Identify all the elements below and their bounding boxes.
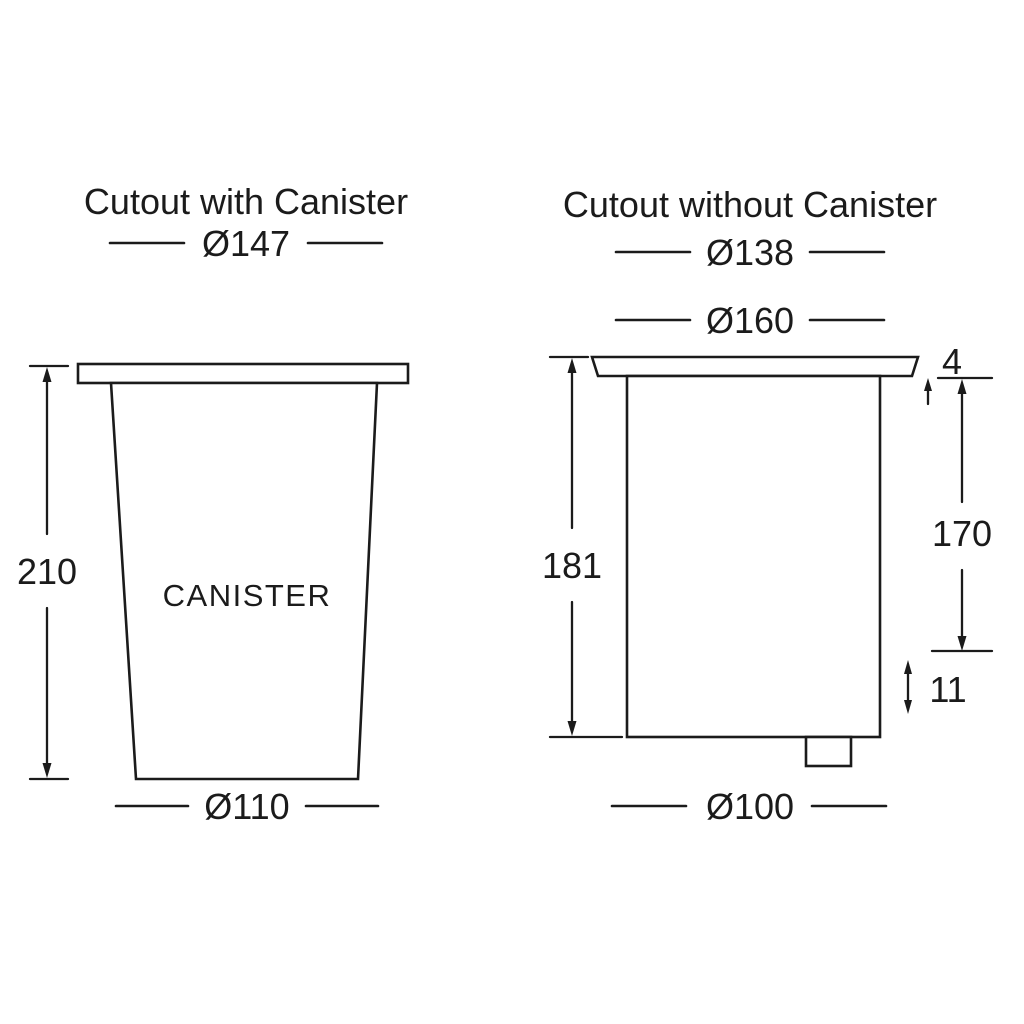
base-offset-dimension: 11 xyxy=(904,660,967,714)
flange-thickness-dimension: 4 xyxy=(924,341,962,406)
left-cutout-diameter-value: Ø147 xyxy=(202,223,290,264)
flange-thickness-value: 4 xyxy=(942,341,962,382)
arrow-up-icon xyxy=(924,378,932,391)
fixture-flange-outline xyxy=(590,355,920,378)
arrow-up-icon xyxy=(42,367,52,382)
fixture-body-outline xyxy=(625,374,882,739)
right-flange-diameter-dimension: Ø160 xyxy=(614,300,886,341)
arrow-down-icon xyxy=(904,700,912,714)
arrow-down-icon xyxy=(957,636,967,651)
arrow-down-icon xyxy=(567,721,577,736)
left-height-dimension: 210 xyxy=(17,364,77,781)
arrow-up-icon xyxy=(567,358,577,373)
right-overall-height-value: 181 xyxy=(542,545,602,586)
left-cutout-diameter-dimension: Ø147 xyxy=(108,223,384,264)
right-body-height-dimension: 170 xyxy=(930,376,994,653)
right-flange-diameter-value: Ø160 xyxy=(706,300,794,341)
left-height-value: 210 xyxy=(17,551,77,592)
right-cutout-diameter-dimension: Ø138 xyxy=(614,232,886,273)
right-bottom-diameter-value: Ø100 xyxy=(706,786,794,827)
arrow-up-icon xyxy=(957,379,967,394)
canister-flange-outline xyxy=(76,362,410,385)
arrow-down-icon xyxy=(42,763,52,778)
left-diagram: Cutout with Canister Ø147 CANISTER 210 xyxy=(17,181,410,827)
right-cutout-diameter-value: Ø138 xyxy=(706,232,794,273)
right-diagram: Cutout without Canister Ø138 Ø160 xyxy=(542,184,994,827)
canister-body-outline xyxy=(109,381,379,781)
left-bottom-diameter-value: Ø110 xyxy=(204,786,289,827)
base-offset-value: 11 xyxy=(929,669,966,710)
canister-label: CANISTER xyxy=(163,578,332,613)
left-bottom-diameter-dimension: Ø110 xyxy=(114,786,380,827)
left-title: Cutout with Canister xyxy=(84,181,408,222)
fixture-base-stub-outline xyxy=(804,735,853,768)
right-body-height-value: 170 xyxy=(932,513,992,554)
right-title: Cutout without Canister xyxy=(563,184,937,225)
right-overall-height-dimension: 181 xyxy=(542,355,624,739)
right-bottom-diameter-dimension: Ø100 xyxy=(610,786,888,827)
